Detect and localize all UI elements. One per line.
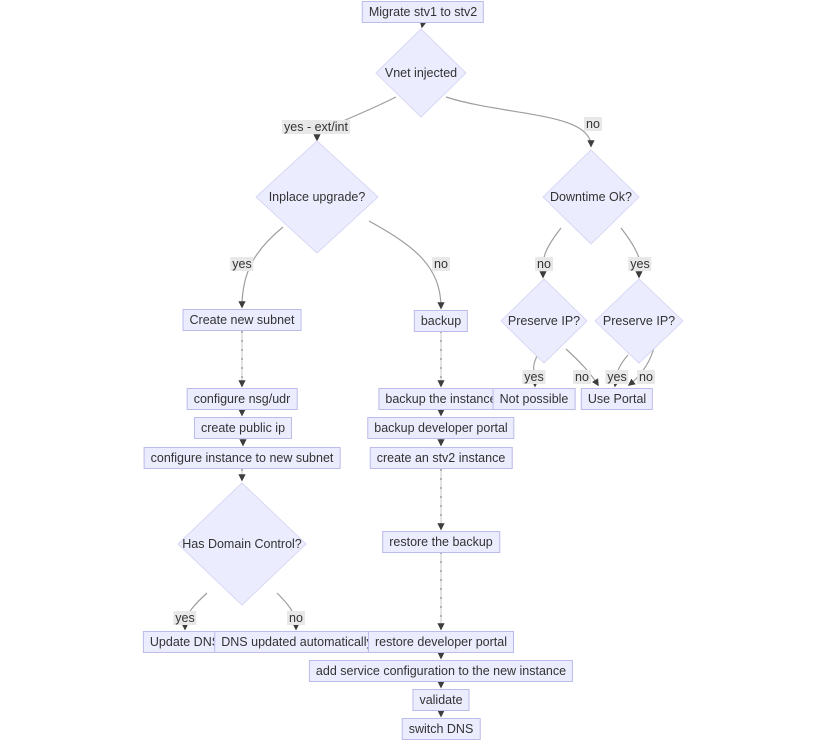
node-vnet-label: Vnet injected — [384, 66, 458, 80]
node-migrate: Migrate stv1 to stv2 — [361, 1, 485, 23]
edge-label-downtime-no: no — [535, 257, 553, 271]
edge-label-vnet-no: no — [584, 117, 602, 131]
node-backup_instance: backup the instance — [378, 388, 504, 410]
edge-preserve-right-yes — [617, 354, 629, 372]
node-backup: backup — [413, 310, 469, 332]
node-restore_backup: restore the backup — [382, 531, 500, 553]
node-public_ip: create public ip — [193, 417, 293, 439]
edge-preserve-left-yes — [533, 355, 538, 372]
edge-label-preserve-l-no: no — [573, 370, 591, 384]
node-validate: validate — [412, 689, 470, 711]
edge-downtime-preserve-left — [543, 227, 562, 259]
node-preserve_right — [594, 278, 684, 364]
edge-label-domain-yes: yes — [173, 611, 197, 625]
edge-downtime-preserve-right — [620, 227, 640, 259]
edge-label-inplace-no: no — [432, 257, 450, 271]
node-dns_auto: DNS updated automatically — [214, 631, 380, 653]
edge-vnet-downtime — [445, 96, 595, 148]
node-has_domain — [177, 482, 307, 606]
edge-label-preserve-l-yes: yes — [522, 370, 546, 384]
node-preserve_left-label: Preserve IP? — [507, 314, 581, 328]
node-nsg: configure nsg/udr — [186, 388, 298, 410]
node-inplace-label: Inplace upgrade? — [268, 190, 366, 204]
node-has_domain-label: Has Domain Control? — [182, 537, 302, 551]
node-preserve_left — [500, 278, 588, 364]
node-backup_portal: backup developer portal — [367, 417, 515, 439]
node-add_config: add service configuration to the new ins… — [308, 660, 574, 682]
edge-inplace-backup — [368, 220, 445, 310]
edge-label-downtime-yes: yes — [628, 257, 652, 271]
node-use_portal: Use Portal — [580, 388, 654, 410]
node-not_possible: Not possible — [492, 388, 576, 410]
node-switch_dns: switch DNS — [401, 718, 481, 740]
node-downtime-label: Downtime Ok? — [550, 190, 632, 204]
edge-label-vnet-yes: yes - ext/int — [282, 120, 350, 134]
edge-label-inplace-yes: yes — [230, 257, 254, 271]
node-inplace — [255, 140, 379, 254]
edge-preserve-right-no — [627, 347, 655, 386]
node-downtime — [542, 149, 640, 245]
edge-preserve-left-no — [565, 348, 599, 387]
edge-label-preserve-r-no: no — [637, 370, 655, 384]
node-preserve_right-label: Preserve IP? — [602, 314, 676, 328]
node-stv2_instance: create an stv2 instance — [369, 447, 513, 469]
node-restore_portal: restore developer portal — [367, 631, 515, 653]
node-create_subnet: Create new subnet — [182, 309, 302, 331]
node-vnet — [375, 28, 467, 118]
edge-label-preserve-r-yes: yes — [605, 370, 629, 384]
edge-label-domain-no: no — [287, 611, 305, 625]
node-config_instance: configure instance to new subnet — [143, 447, 341, 469]
